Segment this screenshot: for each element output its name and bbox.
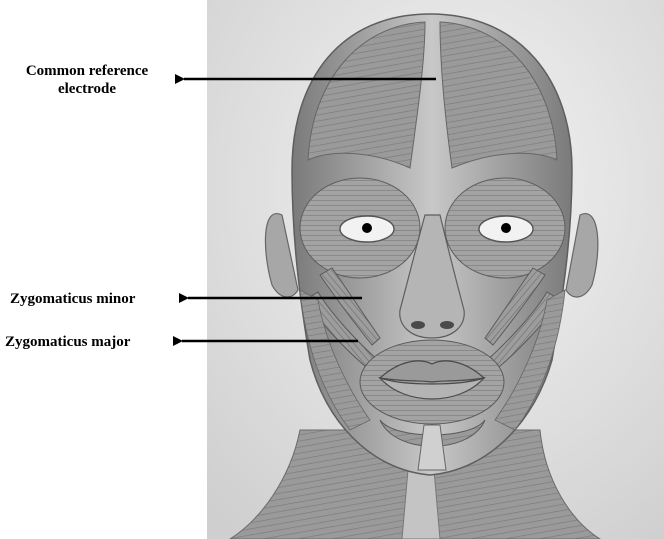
right-pupil — [501, 223, 511, 233]
reference-electrode-label: Common reference electrode — [2, 62, 172, 98]
reference-electrode-label-line1: Common reference — [2, 62, 172, 80]
right-nostril — [440, 321, 454, 329]
left-nostril — [411, 321, 425, 329]
zygomaticus-major-label: Zygomaticus major — [5, 333, 130, 351]
zygomaticus-minor-label: Zygomaticus minor — [10, 290, 135, 308]
throat — [402, 470, 440, 539]
left-pupil — [362, 223, 372, 233]
reference-electrode-label-line2: electrode — [2, 80, 172, 98]
